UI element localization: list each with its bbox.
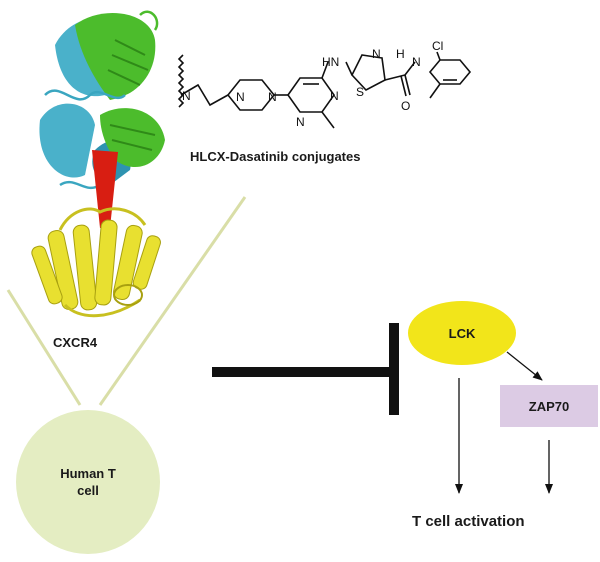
atom-o-carbonyl: O bbox=[401, 99, 410, 113]
cell-label-line1: Human T bbox=[60, 466, 116, 481]
chemical-structure bbox=[177, 51, 472, 129]
lck-node bbox=[408, 301, 516, 365]
arrow-lck-to-zap70 bbox=[506, 351, 543, 381]
protein-structure-illustration bbox=[31, 10, 165, 318]
zap70-node bbox=[500, 385, 598, 427]
cone-line-right bbox=[98, 196, 247, 406]
atom-n-piperazine-1: N bbox=[236, 90, 245, 104]
inhibition-shaft bbox=[212, 367, 398, 377]
attachment-point bbox=[177, 54, 185, 108]
atom-cl: Cl bbox=[432, 39, 443, 53]
cell-label-line2: cell bbox=[77, 483, 99, 498]
inhibition-bar bbox=[389, 323, 399, 415]
linker-segment bbox=[92, 150, 118, 228]
lck-label: LCK bbox=[449, 326, 476, 341]
atom-hn: HN bbox=[322, 55, 339, 69]
protein-label: CXCR4 bbox=[53, 335, 98, 350]
cone-line-left bbox=[6, 289, 82, 406]
atom-n-pyrimidine-2: N bbox=[296, 115, 305, 129]
zap70-label: ZAP70 bbox=[529, 399, 569, 414]
atom-n-pyrimidine-1: N bbox=[330, 89, 339, 103]
atom-n-amide: N bbox=[412, 55, 421, 69]
cone-lines bbox=[6, 196, 247, 406]
structure-atom-labels: N N N N N HN N S O N H Cl bbox=[182, 39, 443, 129]
atom-n-linker: N bbox=[182, 89, 191, 103]
atom-h-amide: H bbox=[396, 47, 405, 61]
conjugate-label: HLCX-Dasatinib conjugates bbox=[190, 149, 360, 164]
inhibition-symbol bbox=[212, 323, 399, 415]
outcome-label: T cell activation bbox=[412, 513, 525, 530]
atom-n-thiazole: N bbox=[372, 47, 381, 61]
human-t-cell bbox=[16, 410, 160, 554]
atom-n-piperazine-2: N bbox=[268, 90, 277, 104]
atom-s-thiazole: S bbox=[356, 85, 364, 99]
